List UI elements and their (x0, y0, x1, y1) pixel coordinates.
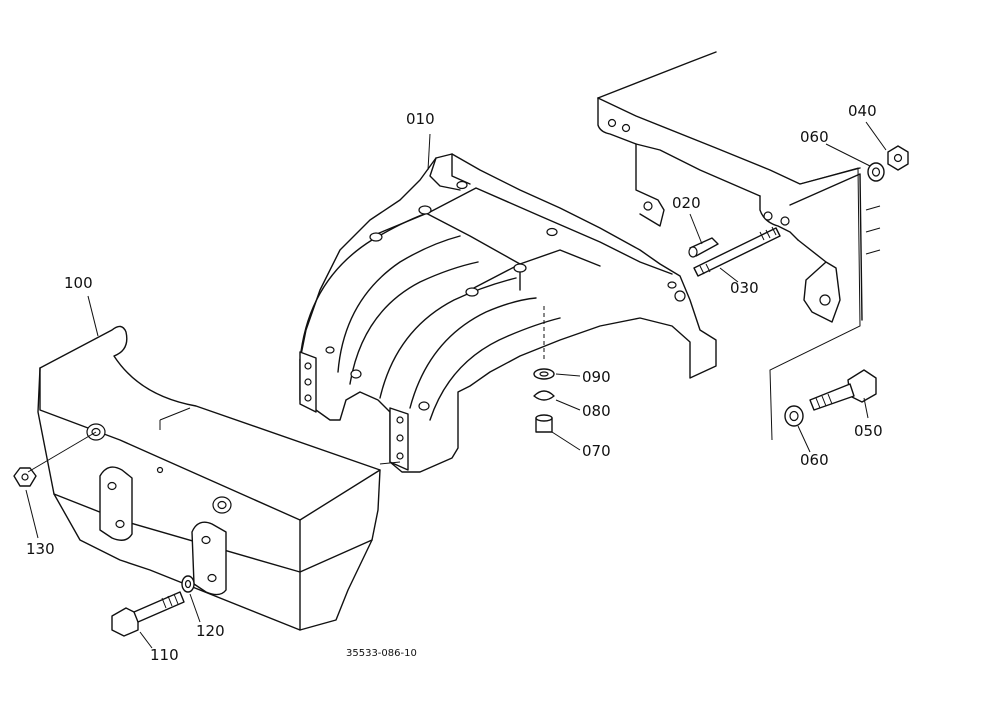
label-090: 090 (582, 368, 611, 386)
front-bracket (299, 153, 717, 473)
stud-bolt-030 (693, 226, 781, 277)
bolt-050 (809, 369, 877, 411)
label-040: 040 (848, 102, 877, 120)
weight-washer-120 (181, 575, 195, 593)
pin-020 (688, 237, 719, 258)
weight-nut-130 (13, 467, 37, 487)
fastener-stack (533, 306, 555, 433)
label-130: 130 (26, 540, 55, 558)
leader-lines (25, 121, 887, 649)
front-weight (37, 325, 381, 631)
engine-frame (597, 51, 881, 323)
label-060-upper: 060 (800, 128, 829, 146)
label-110: 110 (150, 646, 179, 664)
part-labels: 010 020 030 040 050 060 060 070 080 090 … (26, 102, 883, 664)
label-010: 010 (406, 110, 435, 128)
washer-060-upper (867, 162, 885, 182)
label-120: 120 (196, 622, 225, 640)
label-080: 080 (582, 402, 611, 420)
label-100: 100 (64, 274, 93, 292)
label-060-lower: 060 (800, 451, 829, 469)
label-070: 070 (582, 442, 611, 460)
label-050: 050 (854, 422, 883, 440)
label-030: 030 (730, 279, 759, 297)
label-020: 020 (672, 194, 701, 212)
washer-060-lower (784, 405, 804, 427)
drawing-code: 35533-086-10 (346, 648, 417, 659)
weight-bolt-110 (111, 591, 185, 637)
nut-040 (887, 145, 909, 171)
